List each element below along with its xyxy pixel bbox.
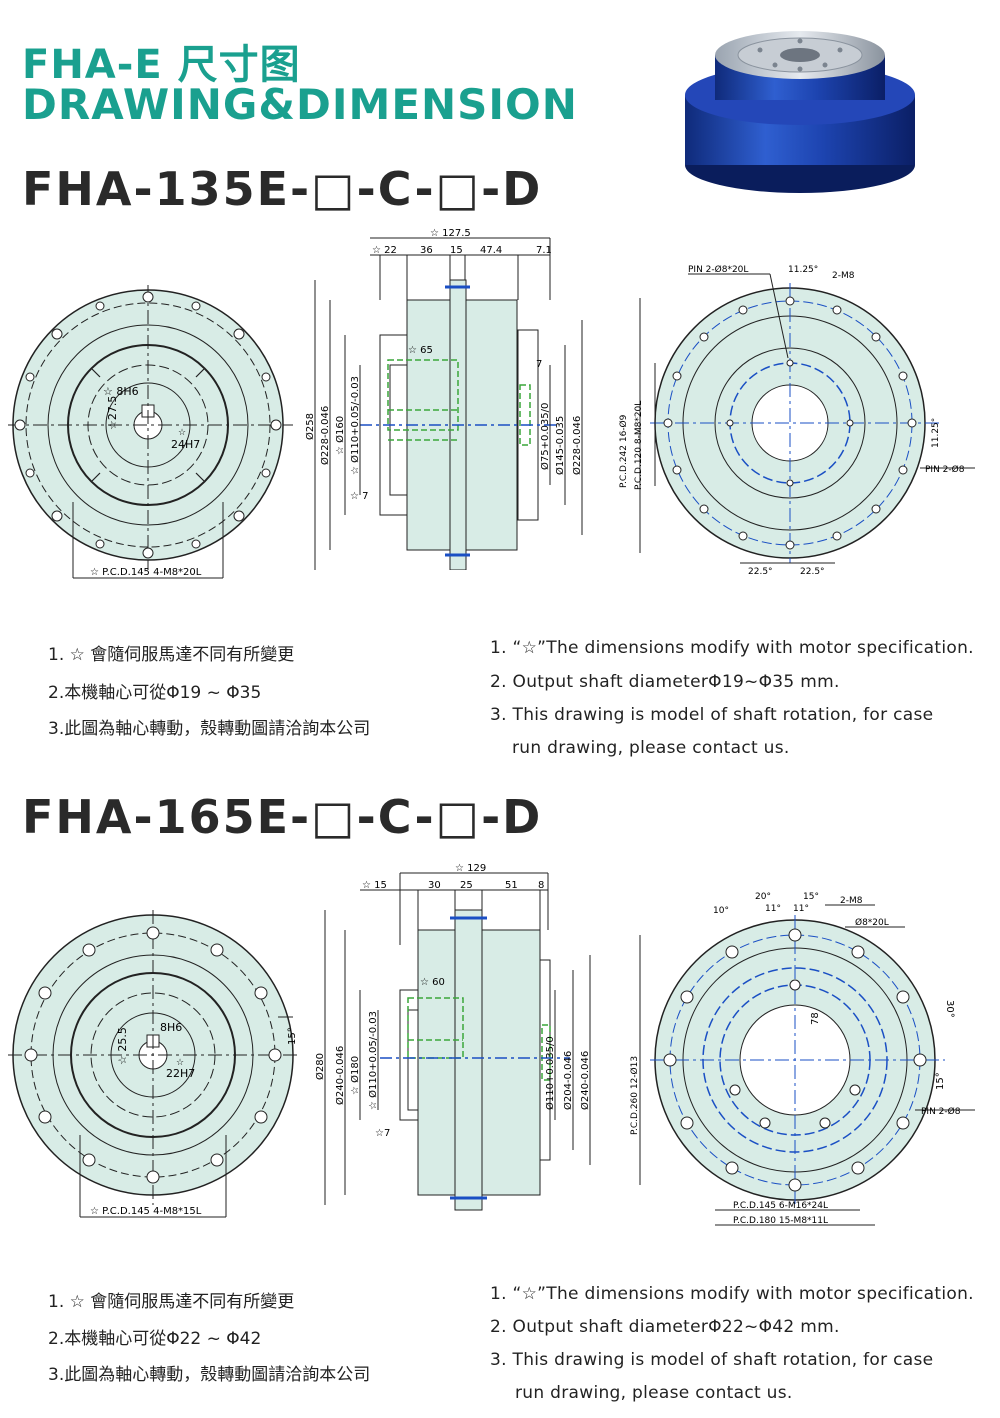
dim-78: 78 bbox=[810, 1012, 821, 1025]
back-view-165: 10° 20° 11° 11° 15° 2-M8 Ø8*20L 78 30° 1… bbox=[629, 892, 975, 1226]
dia2-right-1: Ø110+0.035/0 bbox=[544, 1036, 556, 1110]
front-view-165: 15° 8H6 ☆ 25.5 ☆ 22H7 ☆ P.C.D.145 4-M8*1… bbox=[8, 910, 298, 1218]
model-title-1: FHA-135E-□-C-□-D bbox=[22, 162, 543, 216]
segment-4: 47.4 bbox=[480, 245, 502, 256]
note2-en-2: 2. Output shaft diameterΦ22~Φ42 mm. bbox=[490, 1317, 840, 1337]
pcd-242: P.C.D.242 16-Ø9 bbox=[618, 414, 629, 488]
angle-top-3: 11° bbox=[765, 904, 781, 914]
segment-3: 15 bbox=[450, 245, 463, 256]
overall-length: ☆ 127.5 bbox=[430, 228, 471, 239]
note2-en-3: 3. This drawing is model of shaft rotati… bbox=[490, 1350, 934, 1370]
angle-label: 15° bbox=[287, 1027, 298, 1045]
angle-15: 15° bbox=[935, 1072, 946, 1090]
thread-label: 2-M8 bbox=[832, 271, 855, 281]
segment-1: ☆ 22 bbox=[372, 245, 397, 256]
segment2-1: ☆ 15 bbox=[362, 880, 387, 891]
dia2-left-2: Ø240-0.046 bbox=[334, 1046, 346, 1105]
segment2-3: 25 bbox=[460, 880, 473, 891]
front-view-135: ☆ 8H6 ☆27.5 ☆ 24H7 ☆ P.C.D.145 4-M8*20L bbox=[8, 285, 293, 579]
note-en-4: run drawing, please contact us. bbox=[512, 738, 790, 758]
note2-cn-3: 3.此圖為軸心轉動，殼轉動圖請洽詢本公司 bbox=[48, 1365, 371, 1385]
pin-label-3: Ø8*20L bbox=[855, 917, 889, 928]
page-title-en: DRAWING&DIMENSION bbox=[22, 80, 578, 129]
pcd-145: P.C.D.145 6-M16*24L bbox=[733, 1201, 828, 1211]
small-dim-7b: ☆ 7 bbox=[350, 491, 369, 502]
dia2-left-3: ☆ Ø180 bbox=[349, 1056, 361, 1095]
dia2-right-2: Ø204-0.046 bbox=[562, 1051, 574, 1110]
angle-top-5: 15° bbox=[803, 892, 819, 902]
product-photo bbox=[685, 31, 915, 193]
note-cn-2: 2.本機軸心可從Φ19 ~ Φ35 bbox=[48, 683, 262, 703]
dia-left-2: Ø228-0.046 bbox=[319, 406, 331, 465]
bore-star-2: ☆ bbox=[176, 1058, 184, 1068]
segment-2: 36 bbox=[420, 245, 433, 256]
dia-left-1: Ø258 bbox=[304, 413, 316, 440]
dia-left-3: ☆ Ø160 bbox=[334, 416, 346, 455]
bore-label-2: 22H7 bbox=[166, 1067, 195, 1080]
page-title-cn: FHA-E 尺寸图 bbox=[22, 42, 301, 88]
dia-right-1: Ø75+0.035/0 bbox=[539, 403, 551, 470]
key-width-label: ☆ 8H6 bbox=[103, 385, 139, 398]
angle-4: 22.5° bbox=[800, 567, 825, 577]
pcd-180: P.C.D.180 15-M8*11L bbox=[733, 1216, 828, 1226]
pin-label-1: PIN 2-Ø8*20L bbox=[688, 264, 748, 275]
segment2-4: 51 bbox=[505, 880, 518, 891]
note-en-1: 1. “☆”The dimensions modify with motor s… bbox=[490, 638, 974, 658]
pcd-label-2: ☆ P.C.D.145 4-M8*15L bbox=[90, 1206, 202, 1217]
overall-length-2: ☆ 129 bbox=[455, 863, 486, 874]
inner-length-2: ☆ 60 bbox=[420, 977, 445, 988]
segment2-2: 30 bbox=[428, 880, 441, 891]
note2-en-4: run drawing, please contact us. bbox=[515, 1383, 793, 1403]
dia2-left-4: ☆ Ø110+0.05/-0.03 bbox=[367, 1011, 379, 1110]
pcd-260: P.C.D.260 12-Ø13 bbox=[629, 1056, 640, 1135]
angle-1: 11.25° bbox=[788, 265, 818, 275]
angle-top-4: 11° bbox=[793, 904, 809, 914]
note-en-3: 3. This drawing is model of shaft rotati… bbox=[490, 705, 934, 725]
note2-cn-1: 1. ☆ 會隨伺服馬達不同有所變更 bbox=[48, 1292, 295, 1312]
thread-label-2: 2-M8 bbox=[840, 896, 863, 906]
dia2-right-3: Ø240-0.046 bbox=[579, 1051, 591, 1110]
angle-top-1: 10° bbox=[713, 906, 729, 916]
small-dim-7-2: ☆7 bbox=[375, 1128, 390, 1139]
pin-label-2: PIN 2-Ø8 bbox=[925, 464, 965, 475]
small-dim-7: 7 bbox=[536, 359, 542, 370]
pcd-120: P.C.D.120 8-M8*20L bbox=[634, 401, 644, 490]
key-width-label-2: 8H6 bbox=[160, 1021, 182, 1034]
back-view-135: P.C.D.242 16-Ø9 P.C.D.120 8-M8*20L PIN 2… bbox=[618, 264, 975, 577]
side-view-135: ☆ 127.5 ☆ 22 36 15 47.4 7.1 ☆ 65 7 ☆ 7 Ø… bbox=[304, 228, 583, 570]
dia-right-3: Ø228-0.046 bbox=[571, 416, 583, 475]
bore-label: 24H7 bbox=[171, 438, 200, 451]
segment-5: 7.1 bbox=[536, 245, 552, 256]
note-en-2: 2. Output shaft diameterΦ19~Φ35 mm. bbox=[490, 672, 840, 692]
inner-length: ☆ 65 bbox=[408, 345, 433, 356]
note2-cn-2: 2.本機軸心可從Φ22 ~ Φ42 bbox=[48, 1329, 262, 1349]
pcd-label: ☆ P.C.D.145 4-M8*20L bbox=[90, 567, 202, 578]
note-cn-1: 1. ☆ 會隨伺服馬達不同有所變更 bbox=[48, 645, 295, 665]
model-title-2: FHA-165E-□-C-□-D bbox=[22, 790, 543, 844]
key-height-label: ☆27.5 bbox=[106, 396, 119, 430]
dia2-left-1: Ø280 bbox=[314, 1053, 326, 1080]
segment2-5: 8 bbox=[538, 880, 544, 891]
pin-label-4: PIN 2-Ø8 bbox=[921, 1106, 961, 1117]
key-height-label-2: ☆ 25.5 bbox=[116, 1027, 129, 1065]
angle-top-2: 20° bbox=[755, 892, 771, 902]
angle-2: 11.25° bbox=[931, 418, 941, 448]
angle-30: 30° bbox=[944, 1000, 955, 1018]
dia-left-4: ☆ Ø110+0.05/-0.03 bbox=[349, 376, 361, 475]
dia-right-2: Ø145-0.035 bbox=[554, 416, 566, 475]
side-view-165: ☆ 129 ☆ 15 30 25 51 8 ☆ 60 ☆7 Ø280 Ø240-… bbox=[314, 863, 591, 1211]
bore-star: ☆ bbox=[178, 428, 186, 438]
note2-en-1: 1. “☆”The dimensions modify with motor s… bbox=[490, 1284, 974, 1304]
note-cn-3: 3.此圖為軸心轉動，殼轉動圖請洽詢本公司 bbox=[48, 719, 371, 739]
angle-3: 22.5° bbox=[748, 567, 773, 577]
